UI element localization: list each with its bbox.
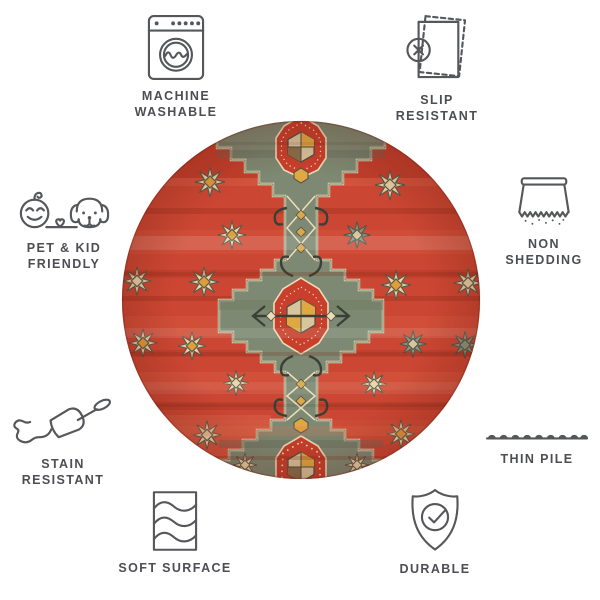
- feature-label-pet-kid-friendly: PET & KID FRIENDLY: [26, 241, 102, 272]
- feature-slip-resistant: SLIP RESISTANT: [372, 13, 502, 125]
- rug-fringe-icon: [518, 177, 570, 225]
- feature-label-stain-resistant: STAIN RESISTANT: [21, 457, 105, 488]
- round-medallion-rug: [121, 120, 481, 480]
- feature-soft-surface: SOFT SURFACE: [113, 490, 237, 576]
- wavy-square-icon: [152, 491, 198, 551]
- feature-label-non-shedding: NON SHEDDING: [505, 237, 583, 268]
- thin-pile-loops-icon: [485, 434, 589, 440]
- feature-label-slip-resistant: SLIP RESISTANT: [395, 93, 479, 124]
- feature-machine-washable: MACHINE WASHABLE: [110, 14, 242, 121]
- feature-label-soft-surface: SOFT SURFACE: [118, 561, 232, 575]
- baby-and-dog-icon: [19, 191, 110, 229]
- slipping-sheet-icon: [406, 15, 467, 79]
- feature-non-shedding: NON SHEDDING: [482, 176, 600, 269]
- shield-check-icon: [411, 488, 459, 551]
- feature-thin-pile: THIN PILE: [478, 426, 596, 467]
- spilled-wine-glass-icon: [13, 398, 112, 444]
- feature-stain-resistant: STAIN RESISTANT: [4, 393, 122, 489]
- washing-machine-icon: [147, 15, 205, 80]
- feature-durable: DURABLE: [373, 487, 497, 577]
- feature-label-thin-pile: THIN PILE: [500, 452, 574, 466]
- rug-image: [121, 120, 481, 480]
- feature-label-machine-washable: MACHINE WASHABLE: [134, 89, 218, 120]
- feature-pet-kid-friendly: PET & KID FRIENDLY: [2, 184, 126, 273]
- feature-label-durable: DURABLE: [399, 562, 471, 576]
